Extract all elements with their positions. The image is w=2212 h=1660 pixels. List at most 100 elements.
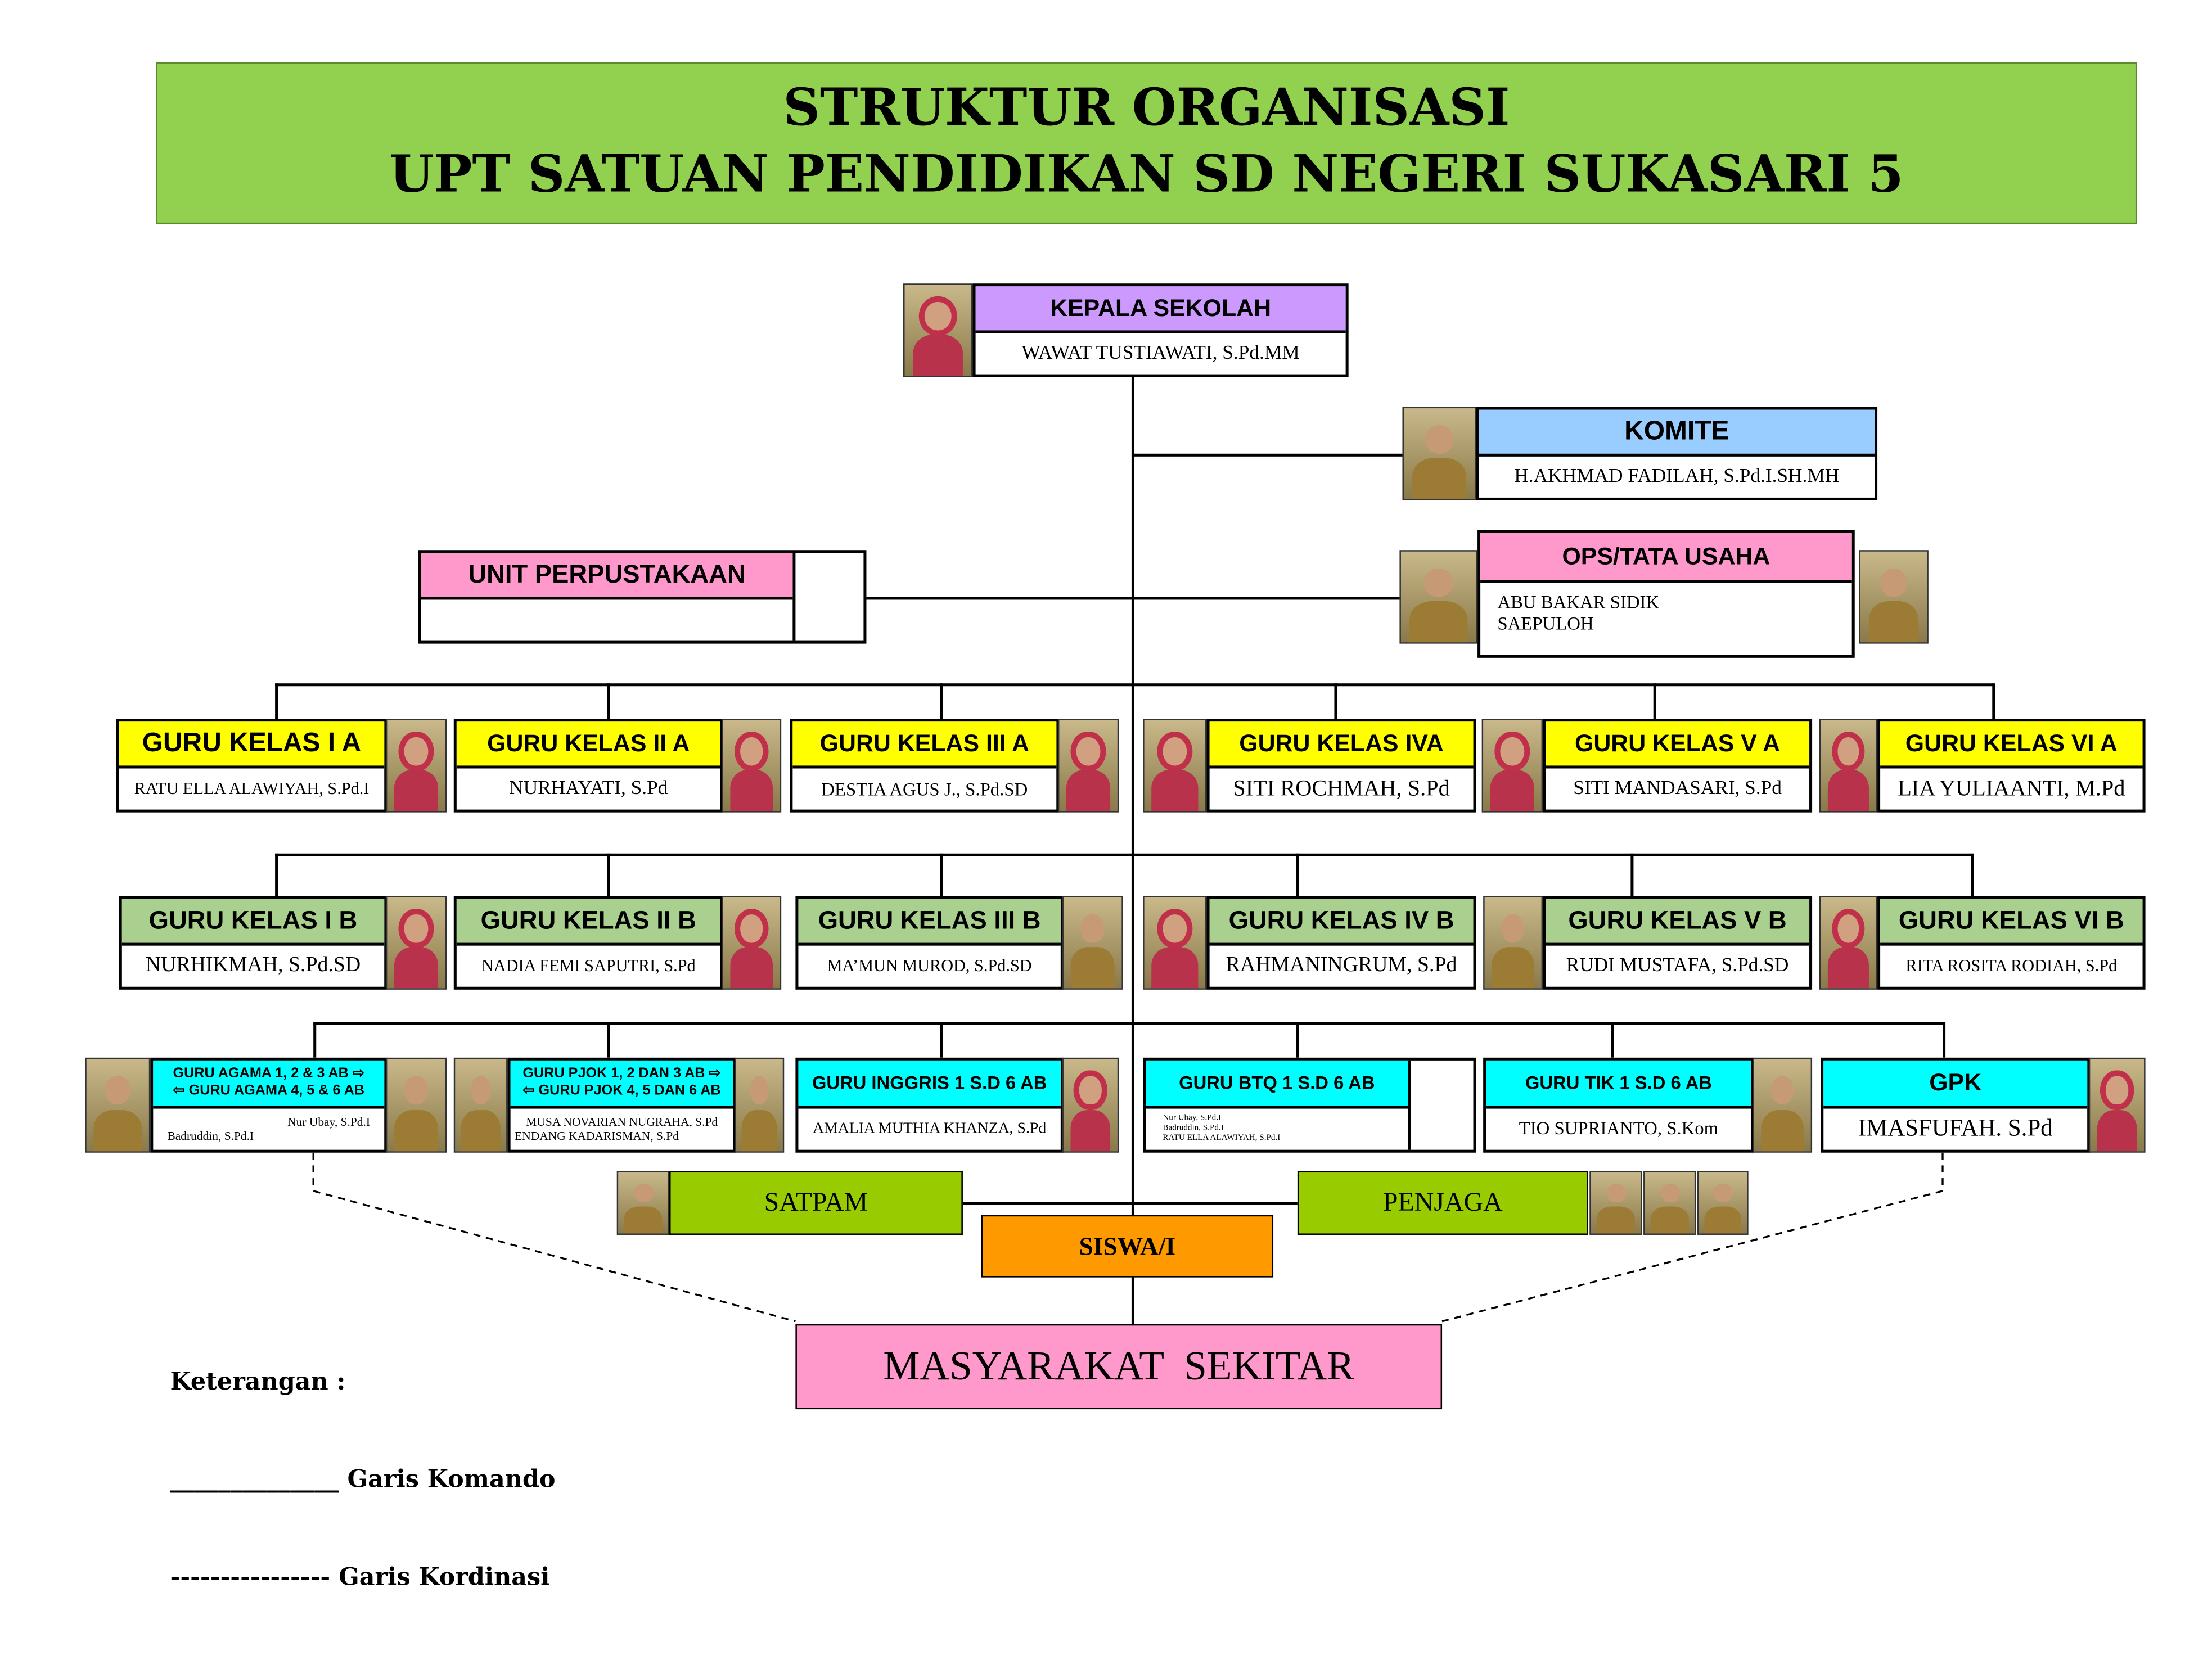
box-name: WAWAT TUSTIAWATI, S.Pd.MM	[1021, 342, 1300, 364]
title-line-2: UPT SATUAN PENDIDIKAN SD NEGERI SUKASARI…	[389, 145, 1904, 205]
ops-photo	[1399, 550, 1478, 644]
guru-kelas-4b-box: GURU KELAS IV B RAHMANINGRUM, S.Pd	[1206, 896, 1476, 990]
teacher-photo	[1819, 719, 1878, 813]
box-name-2: Badruddin, S.Pd.I	[167, 1129, 254, 1143]
box-title-1: GURU AGAMA 1, 2 & 3 AB ⇨	[173, 1066, 365, 1082]
box-title: GURU KELAS I A	[119, 721, 385, 769]
photo-placeholder	[795, 553, 863, 640]
box-name-3: RATU ELLA ALAWIYAH, S.Pd.I	[1163, 1134, 1281, 1143]
main-command-line	[1131, 377, 1134, 1327]
teacher-photo	[385, 1057, 447, 1153]
legend-komando: ______________ Garis Komando	[170, 1465, 556, 1495]
drop	[940, 683, 943, 719]
box-name: NURHAYATI, S.Pd	[509, 777, 668, 799]
teacher-photo	[1062, 896, 1123, 990]
teacher-photo	[1062, 1057, 1119, 1153]
drop	[1296, 853, 1299, 896]
box-name: IMASFUFAH. S.Pd	[1858, 1115, 2053, 1142]
guru-tik-box: GURU TIK 1 S.D 6 AB TIO SUPRIANTO, S.Kom	[1483, 1057, 1754, 1153]
guru-kelas-3a-box: GURU KELAS III A DESTIA AGUS J., S.Pd.SD	[790, 719, 1060, 813]
teacher-photo	[453, 1057, 508, 1153]
komite-box: KOMITE H.AKHMAD FADILAH, S.Pd.I.SH.MH	[1476, 407, 1878, 500]
box-title-2: ⇦ GURU AGAMA 4, 5 & 6 AB	[173, 1082, 365, 1099]
masyarakat-box: MASYARAKAT SEKITAR	[795, 1324, 1443, 1410]
box-name: H.AKHMAD FADILAH, S.Pd.I.SH.MH	[1514, 466, 1840, 488]
penjaga-photo	[1643, 1171, 1696, 1235]
drop	[1943, 1022, 1945, 1058]
drop	[940, 853, 943, 896]
satpam-penjaga-line	[962, 1202, 1298, 1205]
box-name: SITI ROCHMAH, S.Pd	[1233, 776, 1450, 801]
box-name: LIA YULIAANTI, M.Pd	[1898, 776, 2125, 801]
box-name: RATU ELLA ALAWIYAH, S.Pd.I	[134, 778, 370, 799]
box-name: TIO SUPRIANTO, S.Kom	[1519, 1117, 1719, 1139]
teacher-photo	[722, 896, 782, 990]
box-name-1: Nur Ubay, S.Pd.I	[287, 1115, 371, 1129]
komite-photo	[1402, 407, 1476, 500]
drop	[940, 1022, 943, 1058]
box-title: GURU KELAS IVA	[1209, 721, 1474, 769]
satpam-photo	[616, 1171, 670, 1235]
box-title: GURU TIK 1 S.D 6 AB	[1486, 1060, 1751, 1108]
box-name: RITA ROSITA RODIAH, S.Pd	[1905, 955, 2118, 976]
box-title: GURU KELAS IV B	[1209, 899, 1474, 946]
box-title: GURU KELAS III B	[798, 899, 1061, 946]
guru-inggris-box: GURU INGGRIS 1 S.D 6 AB AMALIA MUTHIA KHA…	[795, 1057, 1064, 1153]
drop	[607, 853, 609, 896]
kepala-sekolah-box: KEPALA SEKOLAH WAWAT TUSTIAWATI, S.Pd.MM	[972, 283, 1349, 377]
box-title: GURU KELAS III A	[792, 721, 1057, 769]
teacher-photo	[85, 1057, 151, 1153]
box-title: GURU KELAS I B	[121, 899, 385, 946]
gpk-box: GPK IMASFUFAH. S.Pd	[1821, 1057, 2091, 1153]
box-name: NADIA FEMI SAPUTRI, S.Pd	[481, 955, 696, 976]
photo-placeholder	[1411, 1061, 1474, 1150]
unit-perpustakaan-box: UNIT PERPUSTAKAAN	[418, 550, 867, 644]
legend-kordinasi: ---------------- Garis Kordinasi	[170, 1563, 550, 1593]
drop	[313, 1022, 316, 1058]
box-title: GURU INGGRIS 1 S.D 6 AB	[798, 1060, 1061, 1108]
box-name: AMALIA MUTHIA KHANZA, S.Pd	[813, 1120, 1047, 1138]
guru-kelas-1a-box: GURU KELAS I A RATU ELLA ALAWIYAH, S.Pd.I	[116, 719, 388, 813]
box-title: OPS/TATA USAHA	[1480, 533, 1852, 583]
drop	[275, 683, 277, 719]
box-name	[421, 599, 793, 640]
box-title: GURU KELAS II B	[456, 899, 720, 946]
drop	[1334, 683, 1337, 719]
row-a-bus	[275, 683, 1994, 686]
drop	[1653, 683, 1656, 719]
box-title: KOMITE	[1479, 409, 1875, 457]
guru-pjok-box: GURU PJOK 1, 2 DAN 3 AB ⇨⇦ GURU PJOK 4, …	[507, 1057, 736, 1153]
teacher-photo	[2088, 1057, 2146, 1153]
legend-title: Keterangan :	[170, 1368, 346, 1397]
box-title: GPK	[1823, 1060, 2088, 1108]
box-name: DESTIA AGUS J., S.Pd.SD	[821, 777, 1028, 799]
siswa-box: SISWA/I	[981, 1215, 1274, 1278]
drop	[607, 683, 609, 719]
box-name-1: MUSA NOVARIAN NUGRAHA, S.Pd	[526, 1115, 718, 1129]
guru-agama-box: GURU AGAMA 1, 2 & 3 AB ⇨⇦ GURU AGAMA 4, …	[150, 1057, 388, 1153]
box-name-2: Badruddin, S.Pd.I	[1163, 1124, 1224, 1133]
teacher-photo	[1483, 896, 1543, 990]
drop	[1630, 853, 1633, 896]
box-title-2: ⇦ GURU PJOK 4, 5 DAN 6 AB	[522, 1082, 721, 1099]
guru-kelas-2b-box: GURU KELAS II B NADIA FEMI SAPUTRI, S.Pd	[453, 896, 723, 990]
guru-kelas-3b-box: GURU KELAS III B MA’MUN MUROD, S.Pd.SD	[795, 896, 1064, 990]
ops-name-1: ABU BAKAR SIDIK	[1497, 591, 1660, 613]
ops-name-2: SAEPULOH	[1497, 612, 1594, 634]
box-title: KEPALA SEKOLAH	[975, 286, 1346, 333]
guru-btq-box: GURU BTQ 1 S.D 6 AB Nur Ubay, S.Pd.I Bad…	[1143, 1057, 1476, 1153]
teacher-photo	[722, 719, 782, 813]
drop	[1611, 1022, 1613, 1058]
drop	[1296, 1022, 1299, 1058]
box-name: RAHMANINGRUM, S.Pd	[1226, 954, 1457, 977]
box-name-2: ENDANG KADARISMAN, S.Pd	[515, 1129, 679, 1143]
teacher-photo	[385, 719, 447, 813]
org-chart: STRUKTUR ORGANISASI UPT SATUAN PENDIDIKA…	[85, 62, 2146, 1592]
box-name: MA’MUN MUROD, S.Pd.SD	[827, 955, 1032, 976]
title-line-1: STRUKTUR ORGANISASI	[783, 78, 1510, 138]
penjaga-photo	[1697, 1171, 1749, 1235]
box-title: GURU BTQ 1 S.D 6 AB	[1146, 1060, 1408, 1108]
box-title: GURU KELAS VI A	[1880, 721, 2143, 769]
